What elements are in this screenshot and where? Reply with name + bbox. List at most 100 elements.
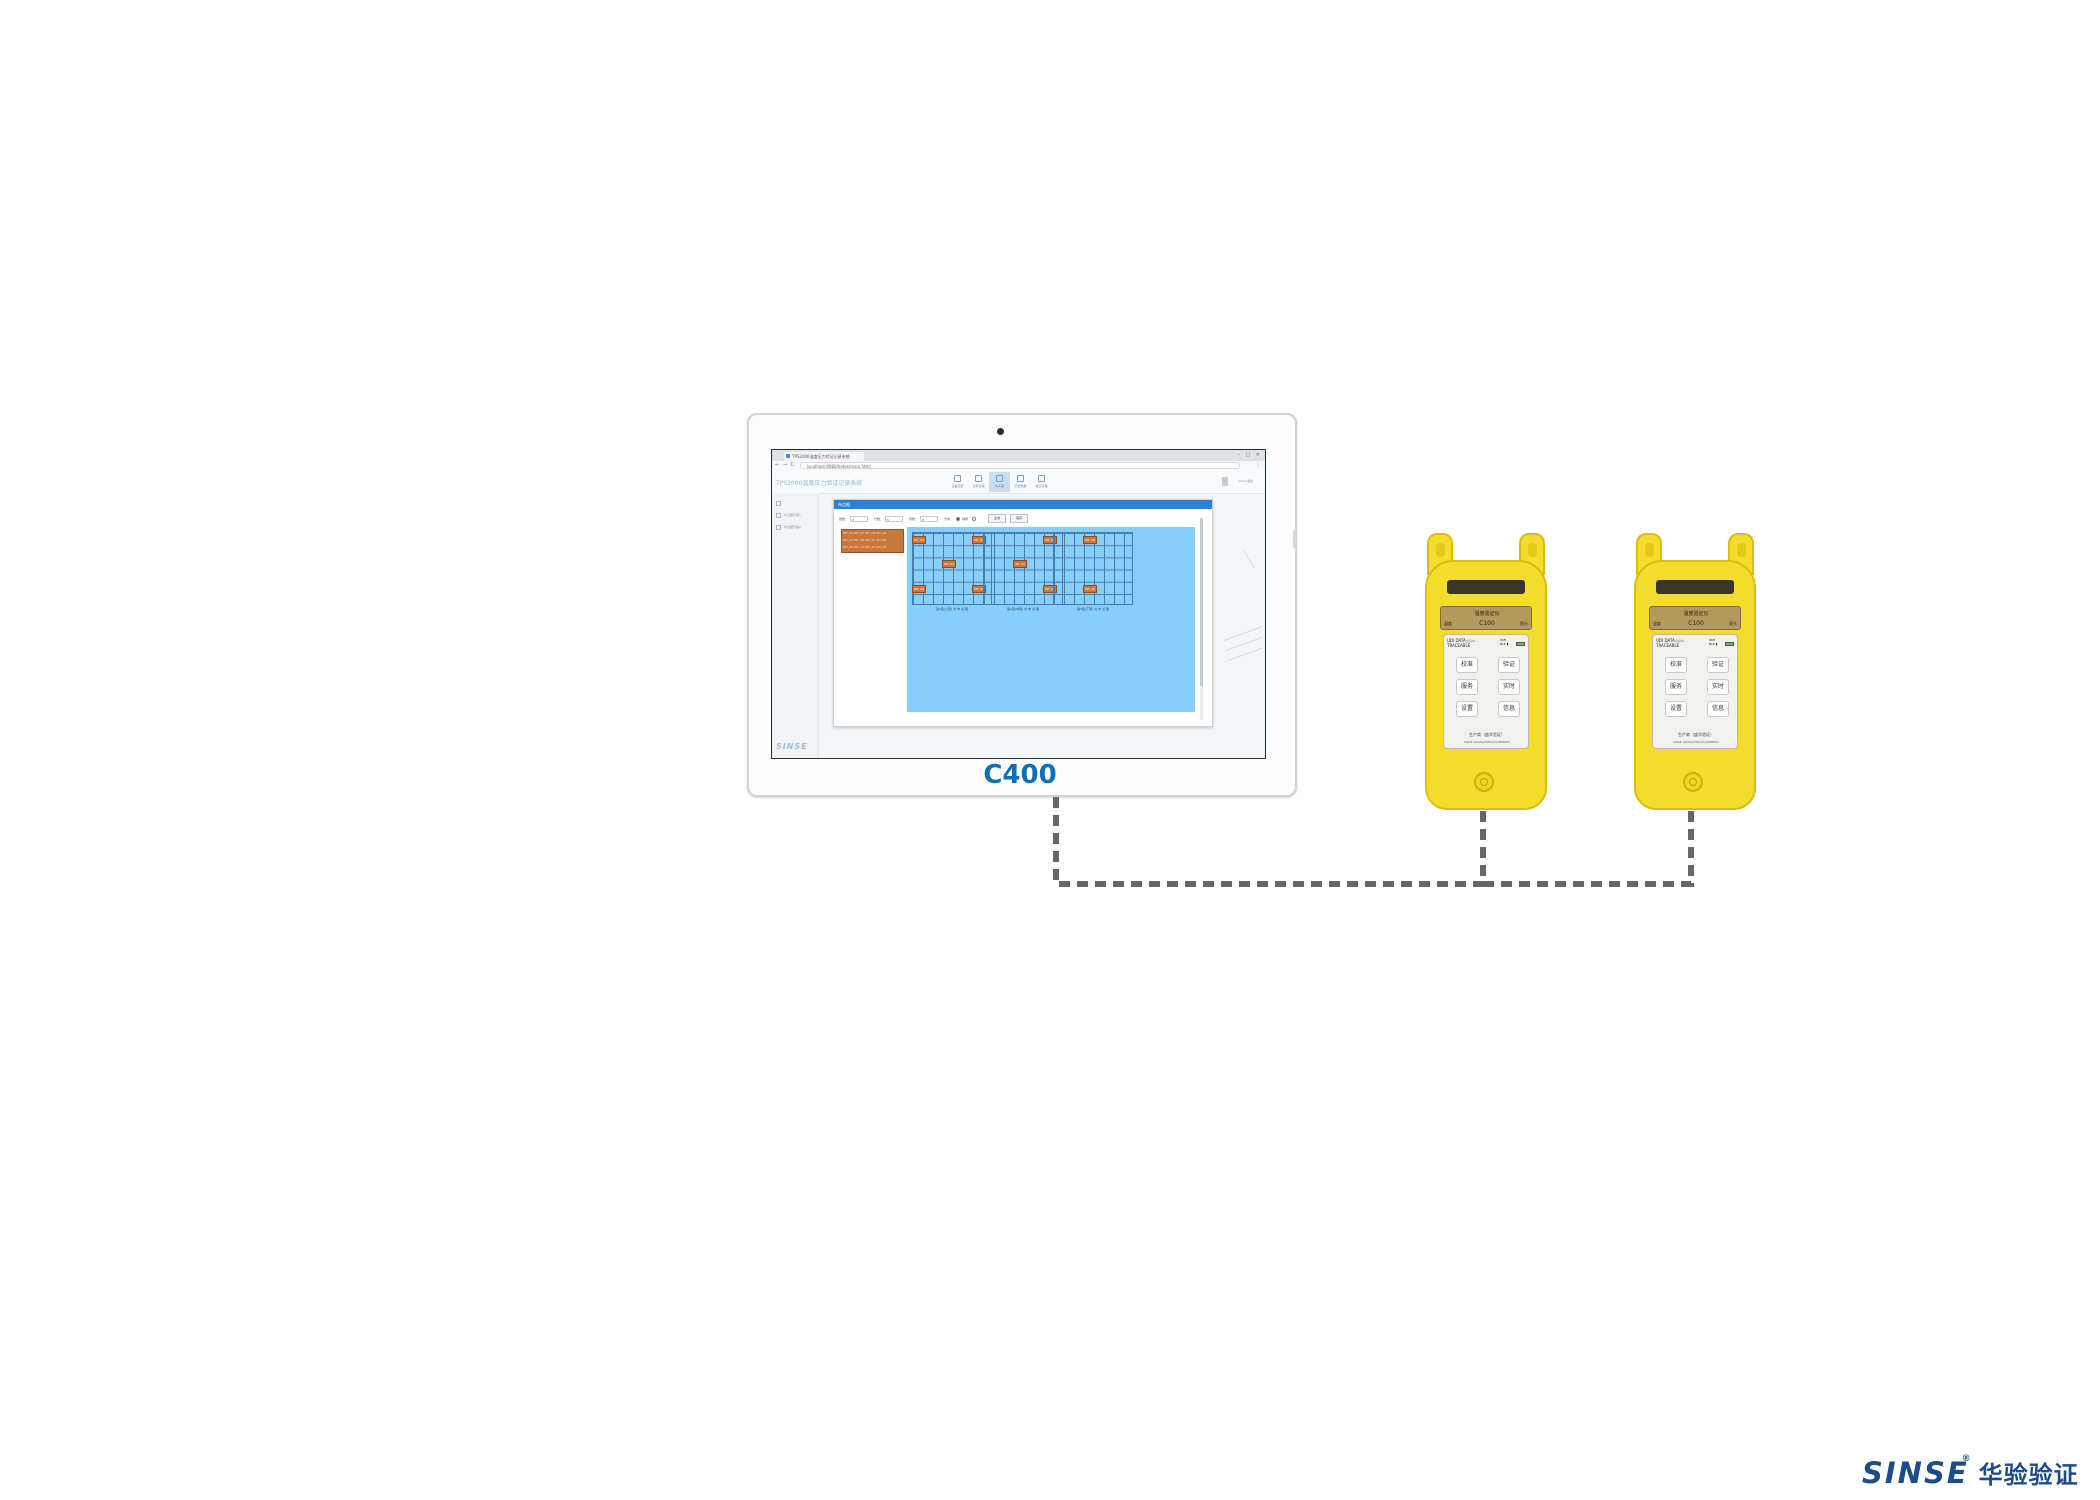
battery-icon <box>1725 642 1734 646</box>
registered-mark: ® <box>1961 1454 1973 1464</box>
monitor-icon <box>954 475 961 482</box>
device-menu-button[interactable]: 实时 <box>1498 679 1520 695</box>
data-icon <box>1017 475 1024 482</box>
nav-item-label: 布点图 <box>994 484 1004 488</box>
tab-favicon-icon <box>786 454 790 458</box>
device-menu-button[interactable]: 实时 <box>1707 679 1729 695</box>
device-menu-button[interactable]: 验证 <box>1498 657 1520 673</box>
nav-item-1[interactable]: 记录管理 <box>968 472 989 492</box>
device-plate-right: 探头 <box>1729 621 1737 626</box>
nav-item-label: 历史数据 <box>1014 484 1027 488</box>
nav-arrows-icon[interactable]: ← → C <box>775 462 796 468</box>
device-menu-button[interactable]: 服务 <box>1665 679 1687 695</box>
device-plate-left: 温度 <box>1653 621 1661 626</box>
device-plate-model: C100 <box>1688 620 1704 627</box>
device-ear-hole <box>1528 543 1537 557</box>
device-notch <box>1449 565 1523 579</box>
layer-grid-label: 第1层(上层) 共 布 点 图 <box>935 607 969 611</box>
brand-logo: SINSE® 华验验证 <box>1862 1454 2079 1490</box>
device-menu-button[interactable]: 验证 <box>1707 657 1729 673</box>
device-plate-title: 温度验证仪 <box>1474 611 1500 617</box>
device-connector <box>1656 580 1734 594</box>
layers-input[interactable]: 3 <box>850 515 869 522</box>
device-connection-line <box>1483 797 1694 887</box>
dialog-title: 布点图 <box>838 502 850 507</box>
sensor-cell[interactable]: WT_09 <box>1083 536 1097 544</box>
dialog-toolbar: 层数： 3 行数： 5 列数： 8 方向： 横排 生成 保存 <box>839 514 1029 523</box>
nav-item-0[interactable]: 设备配置 <box>947 472 968 492</box>
report-icon <box>1038 475 1045 482</box>
sensor-list-row[interactable]: WT_01 WT_02 WT_03 WT_04 <box>843 531 887 535</box>
orientation-radio-1[interactable] <box>956 516 961 521</box>
sensor-cell[interactable]: WT_10 <box>1083 584 1097 593</box>
device-menu-button[interactable]: 服务 <box>1456 679 1478 695</box>
device-ear-hole <box>1645 543 1654 557</box>
nav-item-3[interactable]: 历史数据 <box>1010 472 1031 492</box>
window-controls[interactable]: – ▢ ✕ <box>1237 452 1262 458</box>
device-menu-button[interactable]: 设置 <box>1665 701 1687 717</box>
browser-tab[interactable]: TPS2000温度压力验证记录系统 <box>784 452 864 461</box>
sidebar-item-icon <box>776 524 781 530</box>
device-signal: WiFi BLE ▮ <box>1709 638 1718 646</box>
device-status: 连接中 ··· <box>1675 639 1688 643</box>
power-icon <box>1480 778 1488 786</box>
device-footer-2: SINSE VALIDATION EQUIPMENT <box>1672 740 1720 744</box>
device-power-button[interactable] <box>1474 772 1494 792</box>
nav-item-4[interactable]: 报表管理 <box>1031 472 1052 492</box>
sidebar-item-1[interactable]: 布点图管理1 <box>772 509 818 521</box>
device-power-button[interactable] <box>1683 772 1703 792</box>
user-icon[interactable] <box>1222 477 1228 486</box>
power-icon <box>1689 778 1697 786</box>
device-menu-button[interactable]: 校准 <box>1665 657 1687 673</box>
user-name[interactable]: admin退出 <box>1238 479 1254 483</box>
device-menu-button[interactable]: 设置 <box>1456 701 1478 717</box>
device-plate-title: 温度验证仪 <box>1683 611 1709 617</box>
device-nameplate: 温度验证仪 C100 温度 探头 <box>1649 606 1741 630</box>
cols-input[interactable]: 8 <box>920 515 939 522</box>
save-button[interactable]: 保存 <box>1010 514 1029 523</box>
layout-icon <box>996 475 1003 482</box>
orientation-label: 方向： <box>944 516 954 521</box>
device-menu-button[interactable]: 信息 <box>1498 701 1520 717</box>
device-plate-left: 温度 <box>1444 621 1452 626</box>
browser-tab-title: TPS2000温度压力验证记录系统 <box>792 454 850 459</box>
nav-item-label: 设备配置 <box>951 484 964 488</box>
sensor-list-row[interactable]: WT_09 WT_10 WT_11 WT_12 <box>843 545 887 549</box>
sensor-list-row[interactable]: WT_05 WT_06 WT_07 WT_08 <box>843 538 887 542</box>
tablet-model-label: C400 <box>983 760 1057 790</box>
device-ear-hole <box>1737 543 1746 557</box>
app-header: TPS2000温度压力验证记录系统 设备配置 记录管理 布点图 历史数据报表管理 ad… <box>772 471 1265 494</box>
dialog-scrollbar[interactable] <box>1200 518 1203 720</box>
device-menu-button[interactable]: 信息 <box>1707 701 1729 717</box>
dialog-scroll-thumb[interactable] <box>1200 518 1203 686</box>
address-bar[interactable]: localhost:8080/Index/main.html <box>800 462 1240 469</box>
brand-cn-text: 华验验证 <box>1978 1461 2079 1489</box>
nav-item-2[interactable]: 布点图 <box>989 472 1010 492</box>
rows-label: 行数： <box>874 516 884 521</box>
app-title: TPS2000温度压力验证记录系统 <box>776 480 863 487</box>
device-screen-brand: UDI DATA TRACEABLE <box>1447 638 1471 648</box>
create-button[interactable]: 生成 <box>988 514 1007 523</box>
sensor-cell[interactable]: WT_04 <box>912 584 926 593</box>
browser-menu-icon[interactable]: ⋮ <box>1255 461 1261 468</box>
tablet-screen: TPS2000温度压力验证记录系统 – ▢ ✕ ← → C localhost:… <box>771 449 1266 759</box>
sidebar-item-label: 布点图管理2 <box>784 525 801 529</box>
sensor-cell[interactable]: WT_07 <box>1013 560 1027 569</box>
sidebar-item-0[interactable] <box>772 497 818 509</box>
orientation-radio-2[interactable] <box>972 516 977 521</box>
sensor-cell[interactable]: WT_01 <box>912 536 926 544</box>
device-notch <box>1658 565 1732 579</box>
sensor-cell[interactable]: WT_03 <box>942 560 956 569</box>
device-menu-button[interactable]: 校准 <box>1456 657 1478 673</box>
rows-input[interactable]: 5 <box>885 515 904 522</box>
nav-item-label: 记录管理 <box>972 484 985 488</box>
sidebar-item-2[interactable]: 布点图管理2 <box>772 521 818 533</box>
